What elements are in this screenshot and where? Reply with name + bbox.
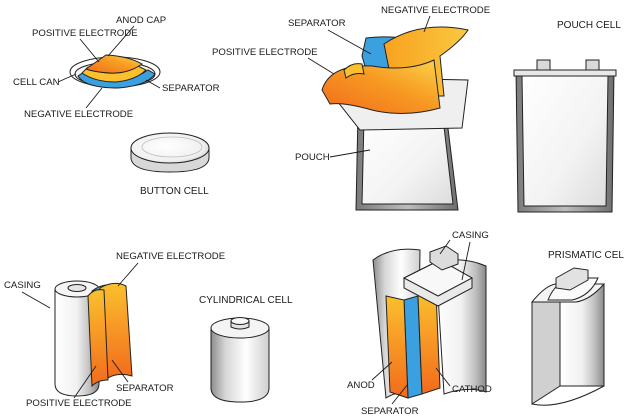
pouch-positive-sheet [321,59,441,115]
cyl-negative-electrode [99,282,133,379]
cyl-positive-electrode [87,289,109,388]
pouch-body [361,117,454,205]
label-casing-cyl: CASING [4,280,41,291]
label-positive-electrode-pouch: POSITIVE ELECTRODE [212,47,318,58]
title-pouch-cell: POUCH CELL [557,20,621,31]
title-button-cell: BUTTON CELL [140,186,209,197]
label-separator-cyl: SEPARATOR [116,383,174,394]
prism-cathod [417,291,441,395]
button-cell-exploded [69,54,161,89]
label-cathod: CATHOD [452,384,492,395]
button-cell-labels: ANOD CAP POSITIVE ELECTRODE CELL CAN SEP… [13,15,220,120]
prismatic-cell-assembled [530,267,606,406]
label-separator-pouch: SEPARATOR [288,18,346,29]
pouch-cell-exploded [321,26,469,211]
label-anod: ANOD [347,380,375,391]
cylindrical-cell-exploded [54,280,133,397]
cylindrical-cell-assembled [210,317,270,403]
button-cell-coin [130,132,210,173]
prismatic-cell-labels: CASING ANOD CATHOD SEPARATOR [347,230,492,417]
label-negative-electrode-button: NEGATIVE ELECTRODE [24,109,133,120]
cyl-casing [54,288,100,397]
label-casing-prism: CASING [452,230,489,241]
cylindrical-cell-labels: CASING NEGATIVE ELECTRODE SEPARATOR POSI… [4,251,225,409]
label-separator-prism: SEPARATOR [361,406,419,417]
label-anod-cap: ANOD CAP [116,15,166,26]
label-negative-electrode-cyl: NEGATIVE ELECTRODE [116,251,225,262]
pouch-cell-labels: SEPARATOR NEGATIVE ELECTRODE POSITIVE EL… [212,5,490,163]
label-negative-electrode-pouch: NEGATIVE ELECTRODE [381,5,490,16]
title-prismatic-cell: PRISMATIC CELL [548,250,624,261]
button-positive-layer [84,54,143,74]
title-cylindrical-cell: CYLINDRICAL CELL [199,295,293,306]
label-separator-button: SEPARATOR [162,83,220,94]
prismatic-cell-exploded [372,245,487,399]
label-positive-electrode-button: POSITIVE ELECTRODE [32,28,138,39]
label-pouch: POUCH [295,152,330,163]
label-positive-electrode-cyl: POSITIVE ELECTRODE [26,398,132,409]
label-cell-can: CELL CAN [13,77,60,88]
pouch-cell-assembled [513,59,617,213]
prism-anod [385,295,409,399]
